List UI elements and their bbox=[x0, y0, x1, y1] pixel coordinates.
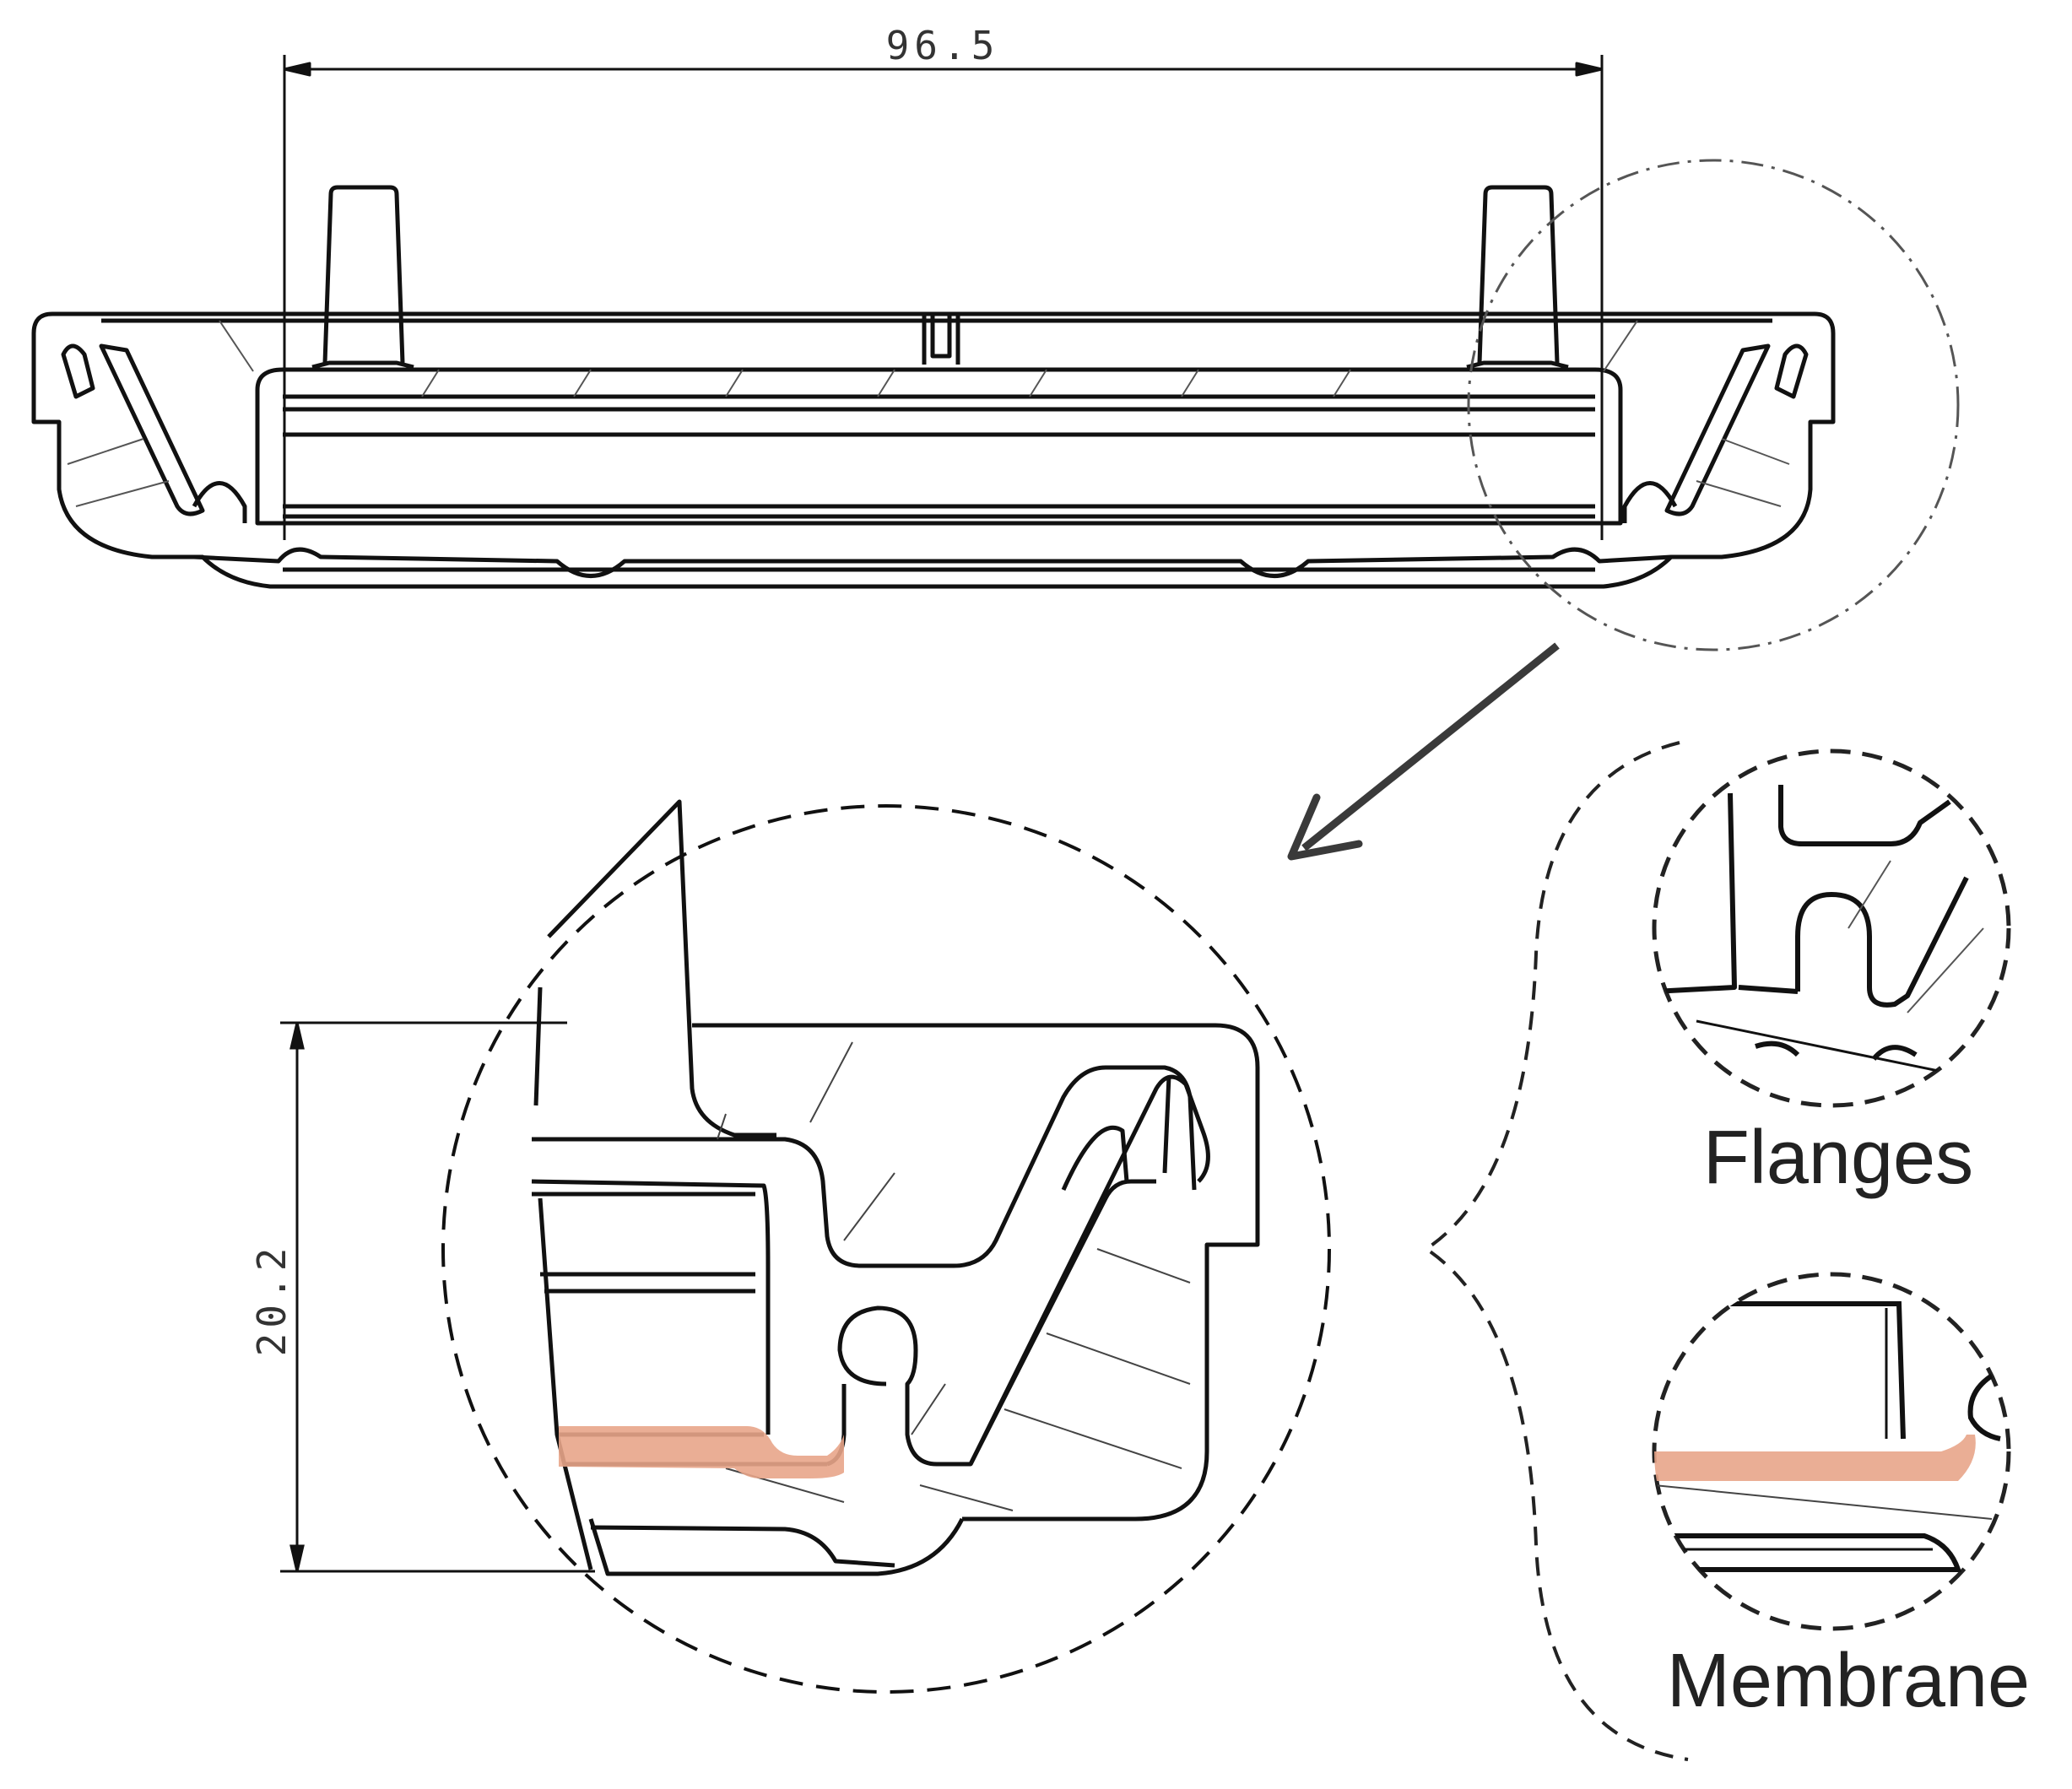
brace-connector bbox=[1423, 741, 1689, 1761]
inset-flanges: Flanges bbox=[1652, 749, 2011, 1200]
inset-label-membrane: Membrane bbox=[1667, 1639, 2030, 1723]
membrane-highlight bbox=[559, 1426, 844, 1478]
detail-circle bbox=[441, 804, 1331, 1694]
zoom-region-circle bbox=[1467, 159, 1960, 651]
detail-hatching bbox=[717, 1041, 1191, 1511]
top-hatching bbox=[67, 320, 1790, 507]
inset-membrane: Membrane bbox=[1652, 1272, 2030, 1723]
inset-label-flanges: Flanges bbox=[1703, 1116, 1973, 1200]
dimension-96-5 bbox=[283, 55, 1604, 540]
dimension-label-96-5: 96.5 bbox=[886, 23, 1000, 68]
dimension-20-2 bbox=[280, 1021, 595, 1573]
zoom-arrow bbox=[1287, 642, 1560, 861]
dimension-label-20-2: 20.2 bbox=[249, 1243, 295, 1357]
top-section-view: 96.5 bbox=[31, 23, 1836, 589]
